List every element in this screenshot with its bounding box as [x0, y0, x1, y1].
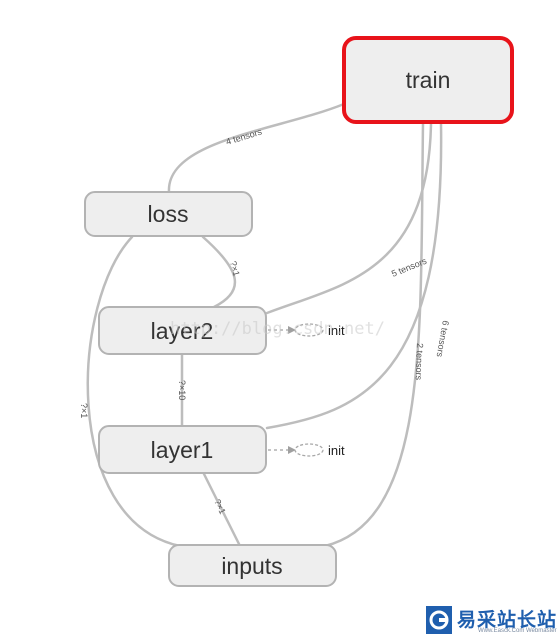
logo-name: 易采站长站	[457, 609, 558, 631]
logo-subtext: Www.Easck.Com Webmaster	[478, 628, 557, 634]
node-layer2[interactable]: layer2	[98, 306, 267, 355]
node-train-label: train	[406, 67, 451, 93]
edge-label-layer2-loss: ?×1	[228, 260, 242, 277]
init-dependencies: init init	[268, 323, 345, 458]
node-layer2-label: layer2	[151, 318, 214, 344]
edge-layer1-train[interactable]	[265, 122, 443, 430]
edges	[86, 102, 443, 548]
url-watermark: http://blog.csdn.net/	[170, 319, 385, 339]
edge-layer2-loss[interactable]	[201, 235, 237, 309]
node-layer1-box[interactable]	[98, 425, 267, 474]
edge-inputs-train[interactable]	[323, 122, 425, 548]
node-inputs[interactable]: inputs	[168, 544, 337, 587]
init-label-layer2: init	[328, 323, 345, 338]
node-inputs-box[interactable]	[168, 544, 337, 587]
ctrl-arrow-layer2-init	[288, 326, 296, 334]
node-loss-box[interactable]	[84, 191, 253, 237]
node-layer1-label: layer1	[151, 437, 214, 463]
edge-label-loss-train: 4 tensors	[225, 126, 264, 147]
node-loss-label: loss	[148, 201, 189, 227]
node-inputs-label: inputs	[221, 553, 282, 579]
edge-label-layer1-train: 6 tensors	[435, 320, 451, 359]
edge-inputs-layer1[interactable]	[202, 472, 242, 548]
node-train-box[interactable]	[342, 36, 514, 124]
node-loss[interactable]: loss	[84, 191, 253, 237]
edge-label-inputs-train: 2 tensors	[414, 343, 425, 381]
init-node-layer2[interactable]	[294, 323, 324, 337]
edge-loss-train[interactable]	[167, 102, 346, 194]
edge-label-inputs-loss: ?×1	[79, 403, 89, 418]
node-layer2-box[interactable]	[98, 306, 267, 355]
edge-label-layer2-train: 5 tensors	[390, 256, 429, 279]
node-train[interactable]: train	[342, 36, 514, 124]
edge-inputs-loss[interactable]	[86, 235, 182, 548]
ctrl-arrow-layer1-init	[288, 446, 296, 454]
edge-layer2-train[interactable]	[265, 122, 433, 315]
logo-mark-icon	[426, 606, 452, 634]
edge-label-inputs-layer1: ?×1	[212, 498, 228, 516]
site-logo: 易采站长站 Www.Easck.Com Webmaster	[424, 604, 559, 636]
init-node-layer1[interactable]	[294, 443, 324, 457]
edge-label-layer1-layer2: ?×10	[177, 380, 187, 400]
node-layer1[interactable]: layer1	[98, 425, 267, 474]
init-label-layer1: init	[328, 443, 345, 458]
